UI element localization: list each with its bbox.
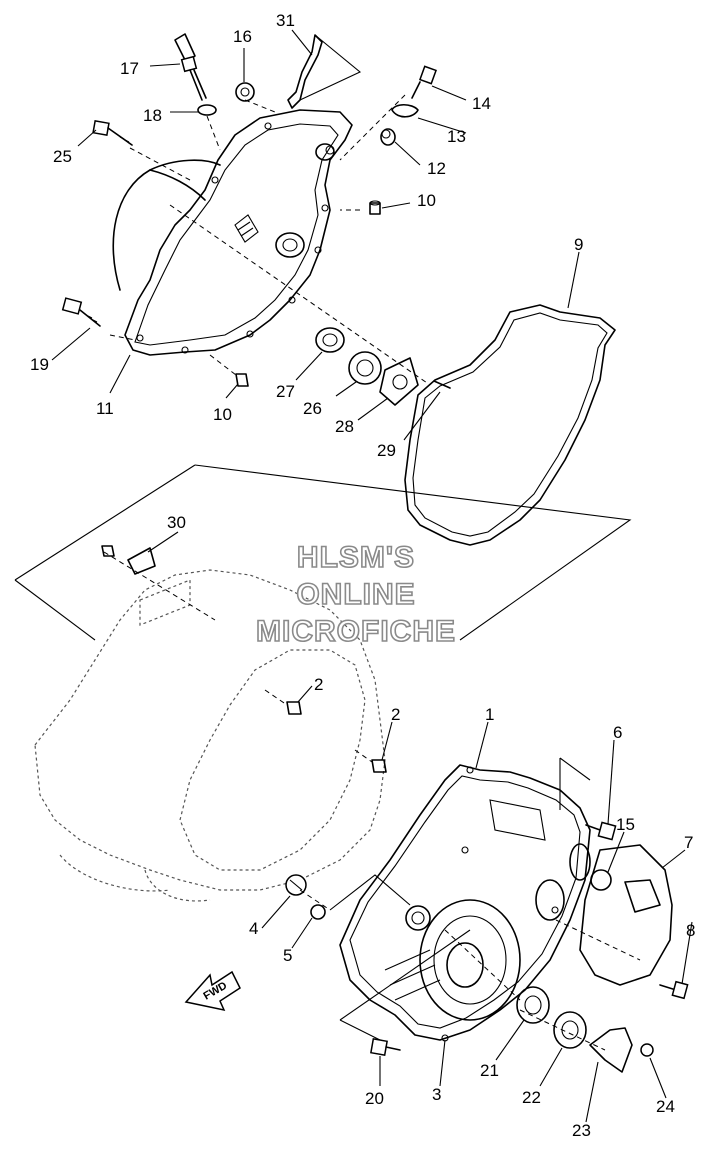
callout-28: 28 [335,417,354,436]
oil-dipstick-17 [174,33,207,101]
dowel-pin-10-upper [369,200,381,215]
callout-18: 18 [143,106,162,125]
callout-26: 26 [303,399,322,418]
o-ring-5 [310,904,326,920]
callout-labels: 31 16 17 18 14 13 25 12 10 9 19 11 10 27… [30,11,695,1140]
bolt-30 [101,545,216,621]
callout-16: 16 [233,27,252,46]
watermark-line-3: MICROFICHE [256,615,456,648]
callout-19: 19 [30,355,49,374]
bearing-26 [348,351,382,385]
oil-seal-22 [553,1011,587,1049]
crankcase-cover-1 [339,764,591,1042]
callout-25: 25 [53,147,72,166]
assembly-lines-lower [299,757,641,1051]
plug-4 [285,874,307,896]
watermark-line-2: ONLINE [296,578,415,611]
callout-3: 3 [432,1085,441,1104]
callout-20: 20 [365,1089,384,1108]
callout-6: 6 [613,723,622,742]
oil-seal-27 [315,327,345,353]
callout-27: 27 [276,382,295,401]
callout-8: 8 [686,921,695,940]
callout-11: 11 [96,399,114,418]
callout-31: 31 [276,11,295,30]
callout-2-left: 2 [314,675,323,694]
leader-lines [51,29,693,1123]
callout-22: 22 [522,1088,541,1107]
retainer-plate-28 [379,357,419,406]
outer-cover-11 [112,109,353,356]
cap-12 [380,128,396,146]
bolt-8 [659,980,689,1000]
callout-14: 14 [472,94,491,113]
sprocket-cover-7 [579,844,673,986]
bearing-21 [516,986,550,1024]
callout-12: 12 [427,159,446,178]
callout-15: 15 [616,815,635,834]
callout-29: 29 [377,441,396,460]
callout-4: 4 [249,919,258,938]
forward-direction-arrow: FWD [184,970,241,1012]
callout-21: 21 [480,1061,499,1080]
watermark: HLSM'S ONLINE MICROFICHE [255,540,456,649]
callout-23: 23 [572,1121,591,1140]
callout-13: 13 [447,127,466,146]
callout-2-right: 2 [391,705,400,724]
bolt-25 [92,120,133,146]
bolt-6 [585,821,617,841]
callout-7: 7 [684,833,693,852]
retainer-23 [589,1027,633,1073]
bolt-20 [370,1038,401,1056]
dowel-pin-2-left [264,689,302,715]
bolt-19 [61,297,101,327]
seal-16 [235,82,255,102]
callout-1: 1 [485,705,494,724]
screw-24 [640,1043,654,1057]
callout-30: 30 [167,513,186,532]
dowel-pin-2-right [354,749,387,773]
bolt-14 [411,65,437,99]
gasket-9 [404,304,616,546]
callout-5: 5 [283,946,292,965]
callout-10-lower: 10 [213,405,232,424]
dowel-pin-10-lower [235,373,249,387]
screw-29 [433,380,451,389]
o-ring-18 [197,104,217,116]
plate-13 [391,103,419,118]
cable-guide-31 [287,34,323,109]
reference-frame-upper [194,464,632,641]
seal-15 [590,869,612,891]
callout-24: 24 [656,1097,675,1116]
callout-9: 9 [574,235,583,254]
callout-17: 17 [120,59,139,78]
callout-10-upper: 10 [417,191,436,210]
watermark-line-1: HLSM'S [297,541,415,574]
assembly-lines-upper [109,34,431,386]
